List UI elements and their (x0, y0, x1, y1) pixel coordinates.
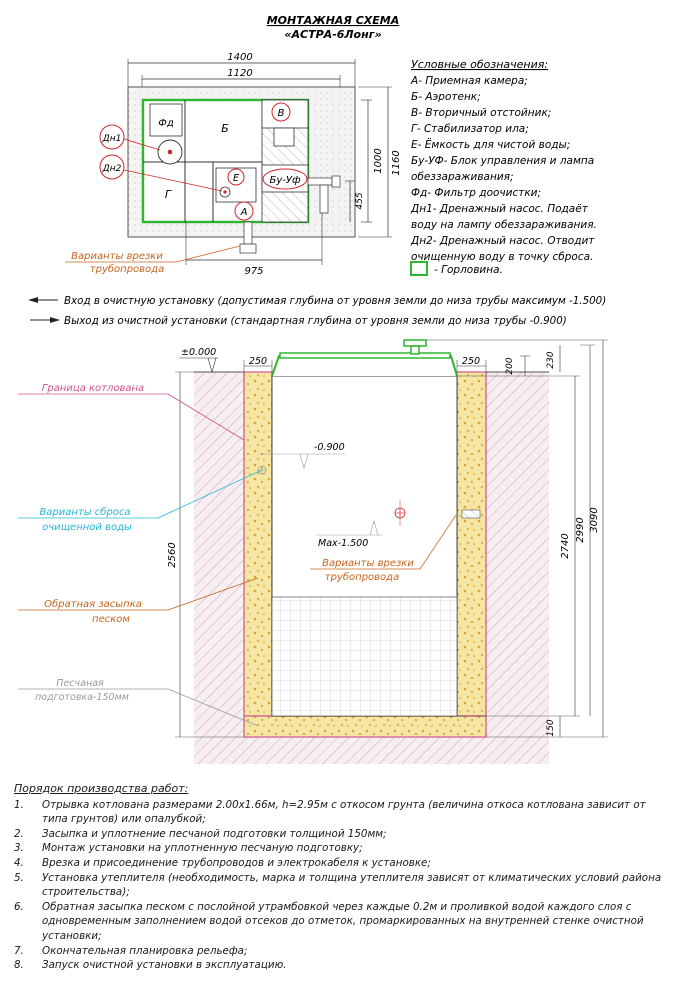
step-number: 5. (14, 871, 24, 884)
procedure-step: 8. Запуск очистной установки в эксплуатац… (14, 958, 674, 973)
procedure-step: 5. Установка утеплителя (необходимость, м… (14, 871, 674, 900)
procedure-step: 4. Врезка и присоединение трубопроводов и… (14, 856, 674, 871)
chamber-v-label: В (278, 108, 285, 119)
step-text: Отрывка котлована размерами 2.00х1.66м, … (42, 798, 646, 826)
chamber-g-label: Г (165, 188, 172, 201)
step-number: 4. (14, 856, 24, 869)
level-max-label: Max-1.500 (318, 538, 368, 549)
legend-item-2: В- Вторичный отстойник; (411, 107, 551, 119)
label-pit-border: Граница котлована (42, 383, 144, 394)
height-inner: 2740 (560, 533, 571, 558)
section-pipe-variants-line1: Варианты врезки (322, 558, 414, 569)
label-discharge-line1: Варианты сброса (39, 506, 130, 518)
chamber-b-label: Б (221, 122, 229, 135)
legend-item-9: воду на лампу обеззараживания. (411, 219, 597, 231)
height-mid: 2990 (575, 517, 586, 542)
procedure-title: Порядок производства работ: (14, 782, 189, 795)
pump-dn2-label: Дн2 (102, 164, 122, 174)
plan-pipe-variants-line1: Варианты врезки (71, 251, 163, 262)
step-number: 3. (14, 842, 24, 855)
legend-item-0: А- Приемная камера; (410, 75, 528, 87)
step-text: Засыпка и уплотнение песчаной подготовки… (42, 827, 387, 840)
procedure-step: 6. Обратная засыпка песком с послойной ут… (14, 900, 674, 944)
procedure-step: 2. Засыпка и уплотнение песчаной подготов… (14, 827, 674, 842)
dim-150: 150 (546, 719, 556, 736)
plan-dim-top-inner: 1120 (227, 68, 252, 79)
procedure-step: 3. Монтаж установки на уплотненную песчан… (14, 841, 674, 856)
plan-view: 1400 1120 (65, 52, 402, 277)
pump-dn1-label: Дн1 (102, 134, 122, 144)
label-sand-bed-line1: Песчаная (56, 678, 104, 689)
step-text: Монтаж установки на уплотненную песчаную… (42, 842, 363, 855)
legend-item-6: обеззараживания; (411, 171, 514, 183)
plan-dim-top-outer: 1400 (227, 52, 252, 63)
level-0900-label: -0.900 (314, 442, 345, 453)
legend-item-8: Дн1- Дренажный насос. Подаёт (410, 203, 589, 215)
step-number: 8. (14, 959, 24, 972)
step-text: Окончательная планировка рельефа; (42, 944, 248, 957)
plan-dim-right-outer: 1160 (391, 150, 402, 175)
legend-item-5: Бу-УФ- Блок управления и лампа (411, 155, 594, 167)
outlet-arrow-label: Выход из очистной установки (стандартная… (64, 315, 567, 327)
step-text: Запуск очистной установки в эксплуатацию… (42, 959, 287, 972)
chamber-e-label: Е (233, 173, 239, 184)
legend: Условные обозначения: А- Приемная камера… (410, 58, 597, 276)
plan-dim-right-inner: 1000 (373, 148, 384, 173)
dim-230: 230 (546, 351, 556, 368)
label-backfill-line1: Обратная засыпка (44, 598, 142, 610)
legend-neck-swatch (410, 261, 428, 276)
section-view: ±0.000 250 250 200 230 2740 2990 3090 15… (18, 339, 608, 764)
step-text: Обратная засыпка песком с послойной утра… (42, 900, 644, 942)
plan-pipe-variants-line2: трубопровода (90, 263, 164, 275)
procedure-step: 7. Окончательная планировка рельефа; (14, 944, 674, 959)
step-text: Врезка и присоединение трубопроводов и э… (42, 856, 431, 869)
height-outer: 3090 (589, 507, 600, 532)
legend-neck-label: - Горловина. (434, 264, 503, 276)
procedure-section: Порядок производства работ: 1. Отрывка ко… (14, 782, 674, 973)
flow-arrows: Вход в очистную установку (допустимая гл… (28, 295, 606, 327)
plan-dim-bottom: 975 (244, 266, 263, 277)
chamber-a-label: А (240, 207, 248, 218)
label-discharge-line2: очищенной воды (42, 522, 132, 533)
chamber-fd-label: Фд (158, 118, 174, 129)
step-number: 7. (14, 944, 24, 957)
legend-title: Условные обозначения: (411, 58, 548, 71)
dim-250-left: 250 (249, 356, 267, 367)
step-number: 1. (14, 798, 24, 811)
step-number: 2. (14, 827, 24, 840)
label-sand-bed-line2: подготовка-150мм (35, 692, 129, 703)
dim-250-right: 250 (462, 356, 480, 367)
dim-200: 200 (505, 357, 515, 374)
level-zero-label: ±0.000 (181, 347, 216, 358)
procedure-step: 1. Отрывка котлована размерами 2.00х1.66м… (14, 798, 674, 827)
step-number: 6. (14, 900, 24, 913)
label-backfill-line2: песком (92, 614, 130, 625)
legend-item-11: очищенную воду в точку сброса. (411, 251, 593, 263)
legend-item-7: Фд- Фильтр доочистки; (411, 187, 541, 199)
step-text: Установка утеплителя (необходимость, мар… (42, 871, 662, 899)
legend-item-1: Б- Аэротенк; (411, 91, 481, 103)
inlet-arrow-label: Вход в очистную установку (допустимая гл… (64, 295, 606, 307)
plan-dim-right-small: 455 (355, 192, 365, 209)
legend-item-4: Е- Ёмкость для чистой воды; (411, 138, 570, 151)
legend-item-10: Дн2- Дренажный насос. Отводит (410, 235, 595, 247)
height-left: 2560 (167, 542, 178, 567)
chamber-bu-label: Бу-Уф (269, 175, 300, 186)
legend-item-3: Г- Стабилизатор ила; (411, 123, 529, 135)
title-line2: «АСТРА-6Лонг» (284, 28, 381, 41)
title-line1: МОНТАЖНАЯ СХЕМА (267, 14, 400, 27)
section-pipe-variants-line2: трубопровода (325, 571, 399, 583)
